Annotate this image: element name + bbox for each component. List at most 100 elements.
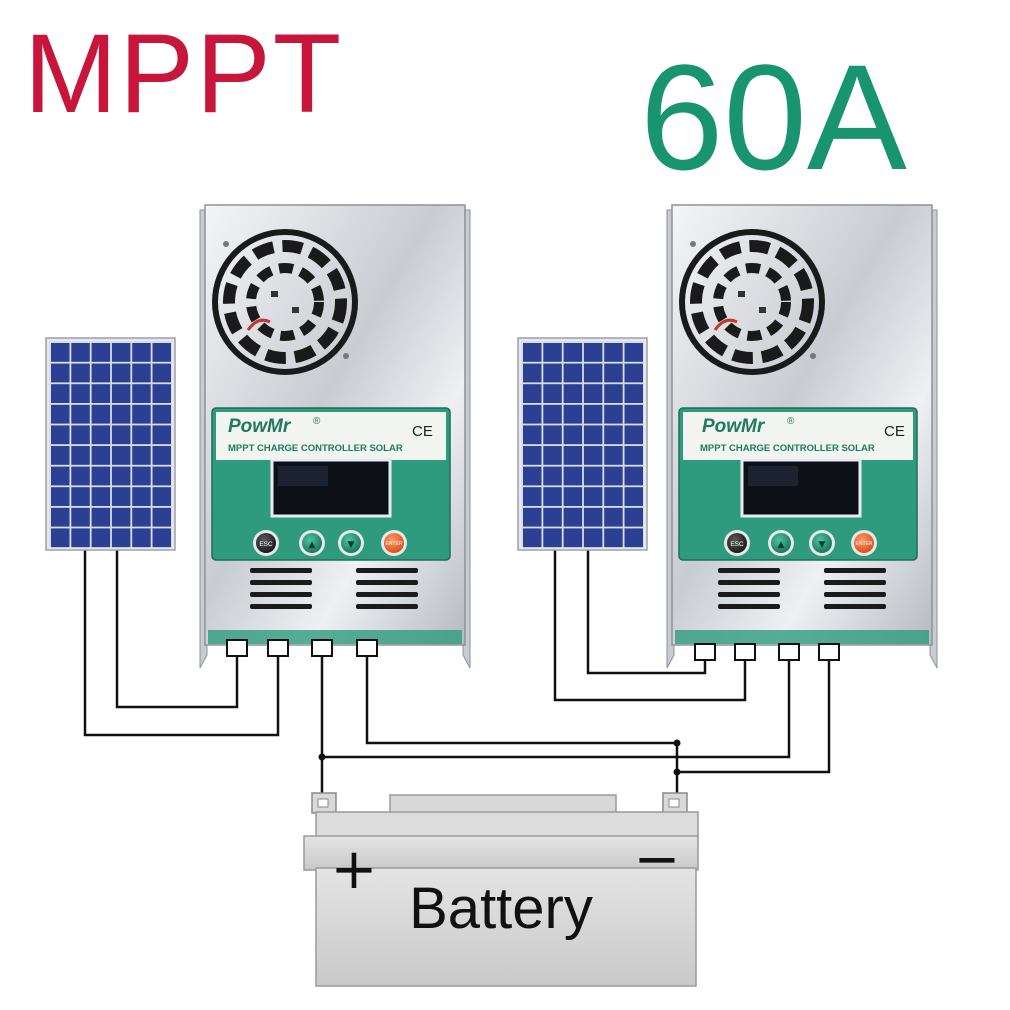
- solar-cell: [111, 466, 131, 486]
- solar-cell: [523, 404, 542, 424]
- solar-cell: [91, 507, 111, 527]
- solar-cell: [91, 466, 111, 486]
- up-button[interactable]: ▲: [299, 530, 325, 556]
- solar-cell: [91, 384, 111, 403]
- solar-cell: [563, 487, 583, 506]
- solar-cell: [51, 507, 70, 527]
- charge-controller-right: PowMr ® CE MPPT CHARGE CONTROLLER SOLAR …: [666, 204, 938, 669]
- up-button[interactable]: ▲: [768, 530, 794, 556]
- solar-cell: [111, 487, 131, 506]
- solar-cell: [543, 384, 562, 403]
- solar-cell: [583, 487, 603, 506]
- registered-mark: ®: [313, 416, 321, 427]
- solar-cell: [523, 363, 542, 383]
- device-subtitle: MPPT CHARGE CONTROLLER SOLAR: [700, 443, 875, 454]
- solar-cell: [152, 404, 171, 424]
- solar-cell: [71, 487, 90, 506]
- wire-right-pv-positive: [553, 548, 747, 702]
- solar-cell: [563, 425, 583, 445]
- arrow-down-icon: ▼: [348, 540, 355, 550]
- solar-cell: [523, 507, 542, 527]
- solar-cell: [152, 466, 171, 486]
- wire-right-batt-negative: [677, 660, 831, 774]
- solar-cell: [523, 446, 542, 465]
- esc-button[interactable]: ESC: [724, 530, 750, 556]
- arrow-up-icon: ▲: [778, 540, 785, 550]
- vent-grille-icon: [718, 568, 886, 609]
- esc-label: ESC: [730, 541, 744, 548]
- solar-cell: [132, 425, 151, 445]
- solar-cell: [604, 384, 623, 403]
- down-button[interactable]: ▼: [338, 530, 364, 556]
- solar-cell: [624, 384, 643, 403]
- solar-cell: [132, 466, 151, 486]
- solar-cell: [543, 507, 562, 527]
- solar-cell: [51, 446, 70, 465]
- solar-cell: [132, 404, 151, 424]
- solar-cell: [543, 425, 562, 445]
- solar-cell: [624, 528, 643, 548]
- enter-button[interactable]: ENTER: [851, 530, 877, 556]
- solar-cell: [91, 404, 111, 424]
- solar-cell: [71, 384, 90, 403]
- enter-button[interactable]: ENTER: [381, 530, 407, 556]
- solar-cell: [563, 446, 583, 465]
- solar-cell: [563, 384, 583, 403]
- solar-cell: [583, 528, 603, 548]
- device-subtitle: MPPT CHARGE CONTROLLER SOLAR: [228, 443, 403, 454]
- solar-cell: [91, 363, 111, 383]
- wire-left-pv-negative: [115, 548, 239, 709]
- ce-mark: CE: [884, 423, 905, 440]
- solar-cell: [111, 343, 131, 362]
- solar-cell: [543, 487, 562, 506]
- solar-cell: [71, 528, 90, 548]
- solar-cell: [583, 343, 603, 362]
- solar-cell: [51, 384, 70, 403]
- solar-cell: [624, 343, 643, 362]
- mppt-headline: MPPT: [24, 11, 344, 136]
- solar-cell: [543, 446, 562, 465]
- solar-cell: [51, 363, 70, 383]
- solar-cell: [624, 404, 643, 424]
- wire-right-pv-negative: [586, 548, 707, 675]
- solar-cell: [624, 487, 643, 506]
- solar-cell: [132, 446, 151, 465]
- solar-cell: [624, 466, 643, 486]
- solar-cell: [51, 487, 70, 506]
- solar-cell: [91, 343, 111, 362]
- down-button[interactable]: ▼: [809, 530, 835, 556]
- vent-grille-icon: [250, 568, 418, 609]
- solar-cell: [583, 363, 603, 383]
- solar-cell: [624, 363, 643, 383]
- wire-left-pv-positive: [83, 548, 280, 737]
- solar-cell: [152, 528, 171, 548]
- solar-cell: [563, 404, 583, 424]
- solar-cell: [604, 425, 623, 445]
- solar-cell: [604, 363, 623, 383]
- solar-cell: [132, 507, 151, 527]
- solar-cell: [132, 384, 151, 403]
- solar-cell: [563, 507, 583, 527]
- solar-cell: [583, 507, 603, 527]
- cooling-fan-icon: [679, 229, 825, 375]
- solar-cell: [624, 446, 643, 465]
- solar-cell: [152, 487, 171, 506]
- registered-mark: ®: [787, 416, 795, 427]
- solar-cell: [604, 343, 623, 362]
- solar-cell: [543, 404, 562, 424]
- wire-right-batt-positive: [322, 660, 791, 759]
- solar-cell: [91, 528, 111, 548]
- esc-button[interactable]: ESC: [253, 530, 279, 556]
- terminal-block: [226, 639, 378, 657]
- solar-panel-right: [517, 337, 648, 551]
- solar-cell: [152, 446, 171, 465]
- enter-label: ENTER: [386, 541, 403, 547]
- solar-cell: [543, 343, 562, 362]
- solar-cell: [71, 404, 90, 424]
- solar-cell: [152, 507, 171, 527]
- solar-cell: [111, 384, 131, 403]
- solar-cell: [71, 343, 90, 362]
- solar-cell: [604, 487, 623, 506]
- battery-label: Battery: [409, 876, 593, 941]
